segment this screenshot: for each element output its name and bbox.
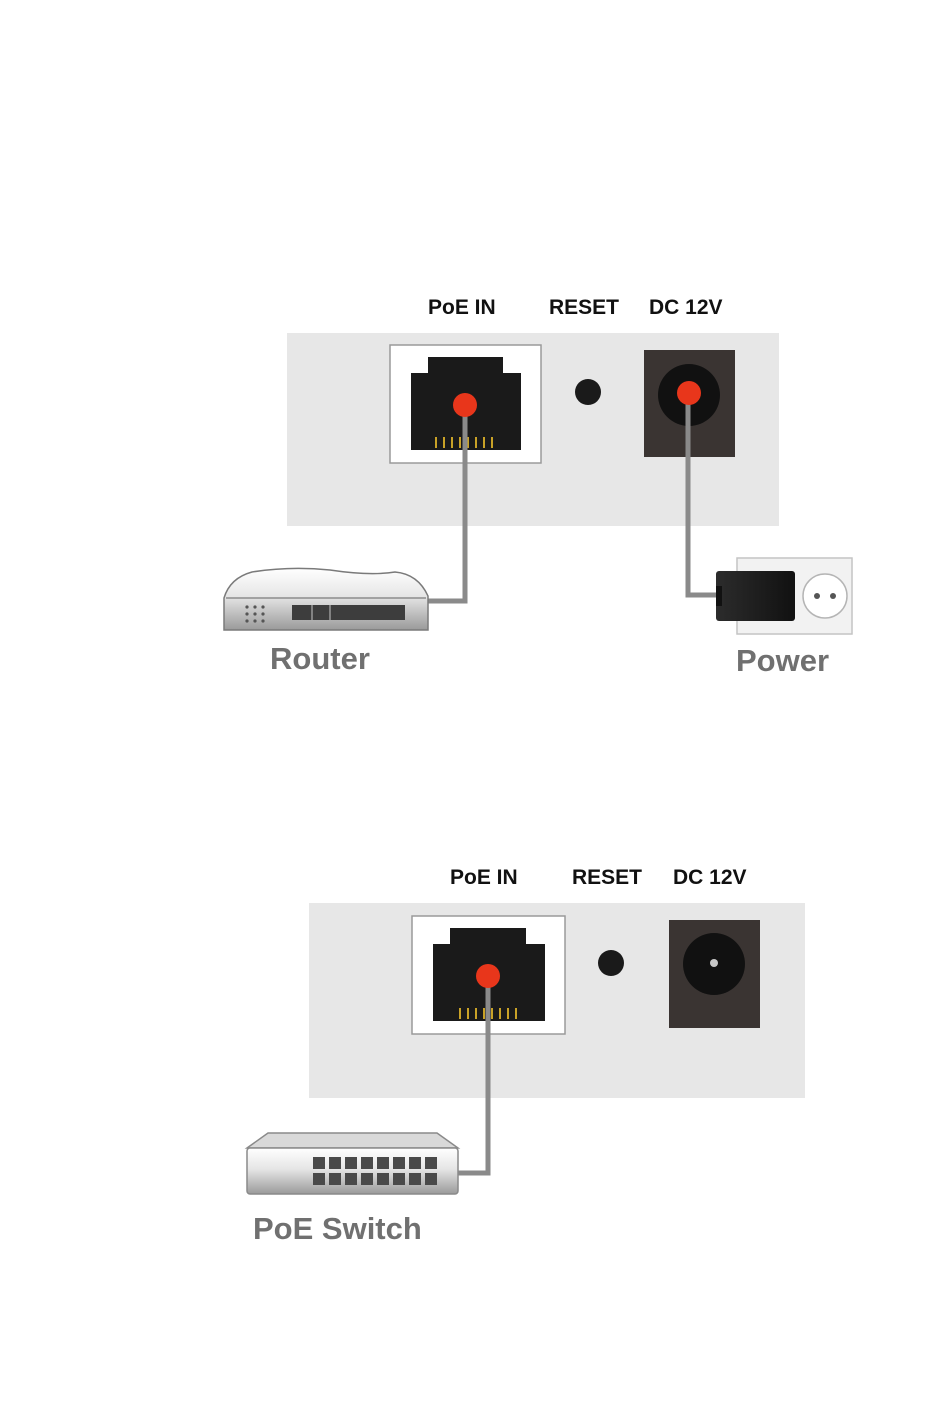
power-plug-icon xyxy=(716,571,795,621)
connection-dot xyxy=(476,964,500,988)
connection-dot xyxy=(453,393,477,417)
reset-button-icon xyxy=(575,379,601,405)
connection-dot xyxy=(677,381,701,405)
poe-switch-icon xyxy=(247,1133,458,1194)
router-icon xyxy=(224,568,428,630)
dc-jack-icon xyxy=(669,920,760,1028)
reset-button-icon xyxy=(598,950,624,976)
